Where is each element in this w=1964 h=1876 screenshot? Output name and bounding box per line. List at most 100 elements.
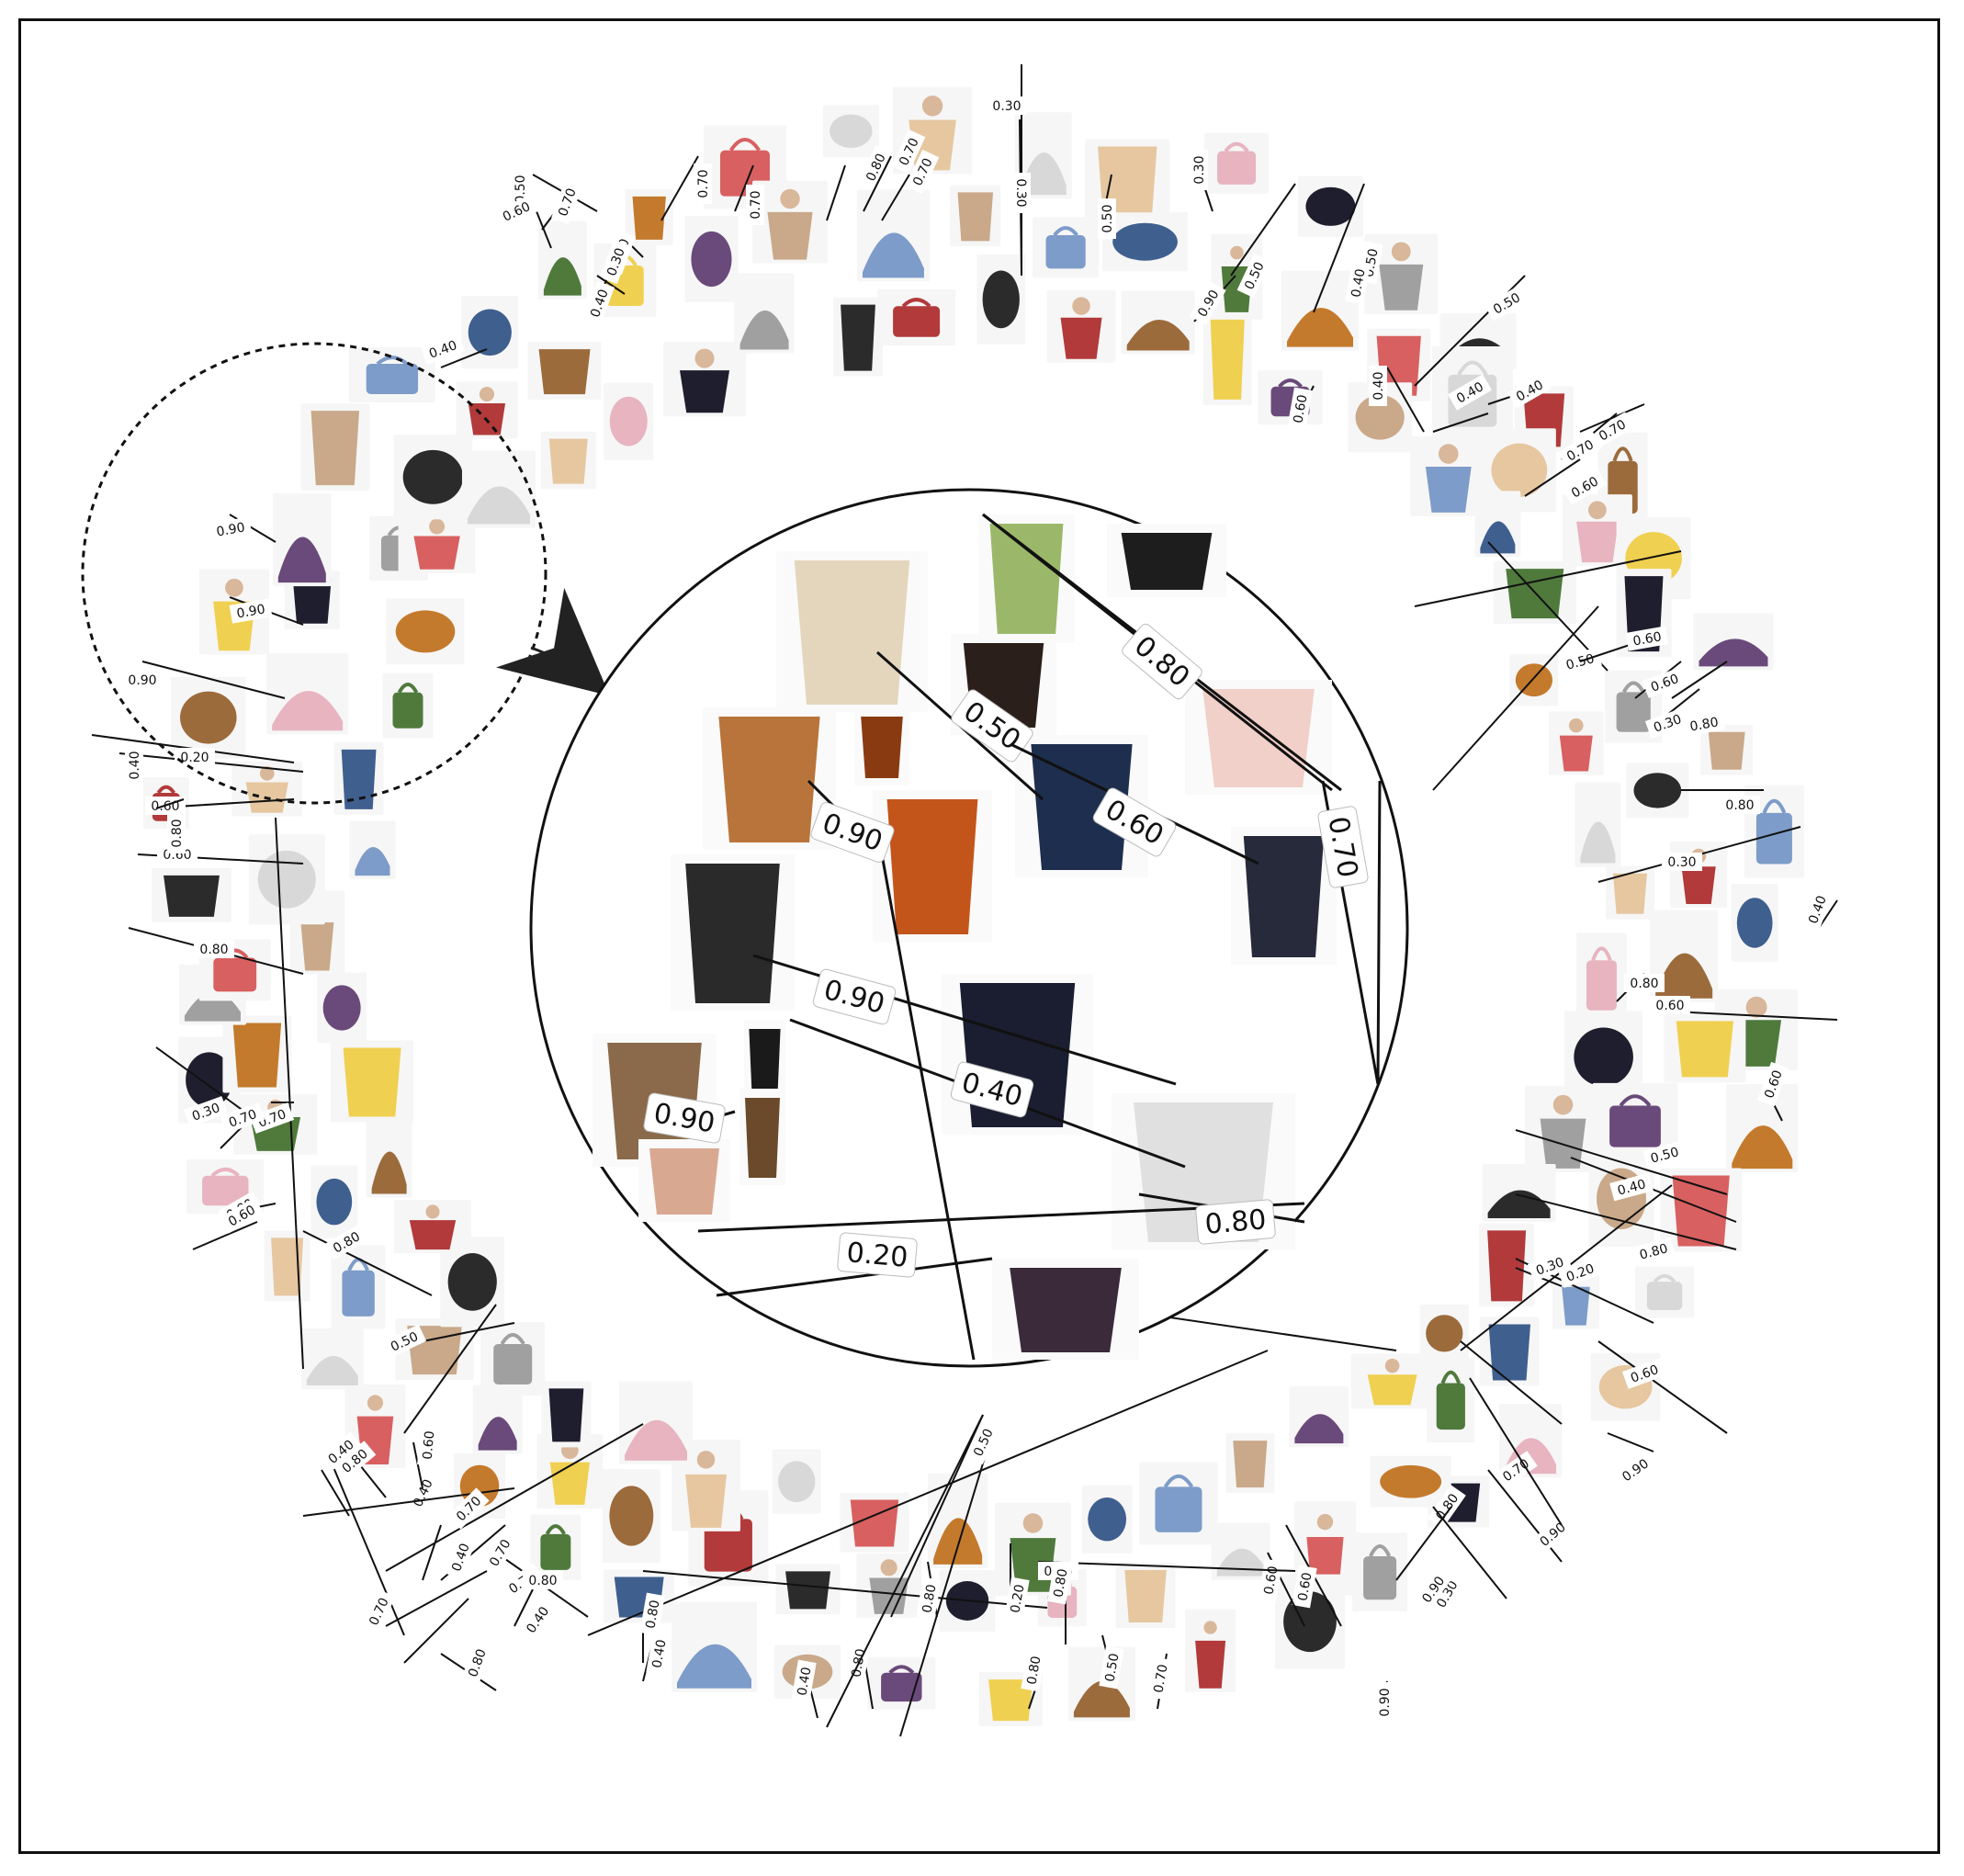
svg-text:0.50: 0.50: [1101, 204, 1115, 232]
edge-weight-label: 0.70: [481, 1531, 517, 1575]
item-thumbnail-rings: [1635, 1266, 1694, 1317]
item-thumbnail-cardigans: [152, 868, 231, 922]
edge-weight-label: 0.20: [175, 748, 215, 766]
edge-weight-label: 0.70: [1147, 1657, 1172, 1701]
edge-weight-label: 0.90: [209, 516, 253, 541]
edge-weight-label: 0.80: [167, 813, 186, 853]
item-thumbnail-shorts: [1575, 783, 1620, 867]
graph-edge: 0.40: [1801, 887, 1837, 932]
zoom-edge-weight-label: 0.20: [837, 1232, 917, 1277]
svg-text:0.80: 0.80: [1630, 977, 1658, 991]
edge-weight-label: 0.60: [417, 1424, 439, 1466]
svg-text:0.80: 0.80: [528, 1574, 557, 1588]
svg-text:0.20: 0.20: [845, 1237, 909, 1274]
zoom-item-scarves: [1185, 680, 1332, 795]
svg-text:0.70: 0.70: [749, 190, 763, 219]
item-thumbnail-sneakers: [1116, 1563, 1176, 1628]
item-thumbnail-brooches: [928, 1474, 988, 1568]
graph-edge: 0.40: [514, 1589, 557, 1642]
item-thumbnail-sneakers: [1664, 1013, 1745, 1082]
zoom-item-scarves: [873, 790, 992, 942]
item-thumbnail-earrings: [310, 1166, 357, 1238]
item-thumbnail-necklaces: [300, 403, 369, 491]
zoom-item-pants: [739, 1089, 785, 1185]
item-thumbnail-tops: [950, 185, 1000, 246]
item-thumbnail-shorts: [349, 820, 395, 879]
item-thumbnail-handbags: [301, 1328, 364, 1389]
item-thumbnail-tees: [317, 972, 367, 1043]
edge-weight-label: 0.40: [1369, 366, 1387, 406]
edge-weight-label: 0.40: [406, 1471, 440, 1515]
item-thumbnail-tees: [604, 383, 653, 460]
zoom-item-heels: [1107, 524, 1226, 597]
svg-text:0.80: 0.80: [199, 943, 228, 957]
item-thumbnail-brooches: [1483, 1164, 1556, 1222]
edge-weight-label: 0.40: [518, 1598, 557, 1642]
zoom-edge-line: [1378, 781, 1380, 1084]
item-thumbnail-shoes: [1732, 884, 1778, 962]
item-thumbnail-watches: [856, 1554, 921, 1618]
svg-text:0.70: 0.70: [696, 169, 711, 198]
zoom-item-tees: [638, 1139, 730, 1222]
svg-text:0.30: 0.30: [992, 99, 1021, 114]
item-thumbnail-pants: [1626, 763, 1688, 818]
edge-weight-label: 0.90: [1613, 1451, 1657, 1489]
item-thumbnail-shoes: [171, 677, 245, 759]
zoom-item-tops: [1231, 827, 1337, 965]
edge-weight-label: 0.70: [362, 1589, 396, 1633]
item-thumbnail-sunglasses: [331, 1041, 413, 1123]
svg-text:0.60: 0.60: [421, 1430, 438, 1460]
item-thumbnail-sunglasses: [840, 1493, 909, 1553]
item-thumbnail-pants: [684, 216, 738, 302]
edge-weight-label: 0.90: [1375, 1682, 1394, 1723]
item-thumbnail-shorts: [619, 1382, 693, 1464]
item-thumbnail-leggings: [1352, 1532, 1407, 1611]
item-thumbnail-pants: [249, 834, 325, 924]
edge-weight-label: 0.30: [1190, 150, 1208, 190]
item-thumbnail-brooches: [367, 1112, 412, 1198]
item-thumbnail-shorts: [735, 274, 795, 354]
item-thumbnail-shoes: [823, 105, 879, 157]
item-thumbnail-bras: [1670, 842, 1727, 908]
item-thumbnail-brooches: [1474, 491, 1520, 557]
svg-text:0.40: 0.40: [1371, 371, 1386, 400]
zoom-item-tops: [854, 707, 909, 785]
item-thumbnail-sunglasses: [541, 432, 596, 490]
zoom-edge-weight-label: 0.80: [1195, 1199, 1275, 1244]
svg-text:0.80: 0.80: [1203, 1204, 1268, 1241]
item-thumbnail-jackets: [663, 342, 746, 416]
edge-weight-label: 0.40: [125, 745, 143, 785]
zoom-item-scarves: [978, 514, 1075, 643]
svg-text:0.80: 0.80: [170, 819, 185, 847]
svg-text:0.50: 0.50: [1564, 651, 1596, 673]
svg-text:0.30: 0.30: [1667, 855, 1696, 870]
item-thumbnail-jackets: [1549, 711, 1604, 774]
item-thumbnail-slippers: [387, 598, 465, 664]
item-thumbnail-boots: [1185, 1610, 1236, 1692]
graph-edge: 0.80: [441, 1641, 496, 1690]
edge-weight-label: 0.80: [1624, 974, 1665, 992]
zoom-item-tees: [671, 854, 795, 1011]
item-thumbnail-blouses: [672, 1602, 757, 1692]
item-thumbnail-sandals: [480, 1322, 545, 1396]
item-thumbnail-heels: [1212, 1523, 1270, 1580]
item-thumbnail-necklaces: [1660, 1169, 1742, 1252]
item-thumbnail-watches: [456, 381, 517, 438]
item-thumbnail-pants: [1371, 1456, 1451, 1508]
graph-edge: 0.90: [1608, 1433, 1657, 1489]
item-thumbnail-shoes: [1298, 176, 1363, 237]
item-thumbnail-slippers: [1082, 1486, 1133, 1554]
svg-text:0.90: 0.90: [128, 673, 156, 688]
item-thumbnail-tops: [222, 1016, 291, 1093]
graph-edge-long: [331, 1461, 404, 1635]
zoom-item-shorts: [776, 551, 928, 712]
item-thumbnail-dresses: [1427, 1358, 1474, 1442]
edge-weight-label: 0.70: [551, 180, 582, 224]
graph-edge: 0.60: [494, 175, 597, 228]
item-thumbnail-jackets: [1351, 1353, 1434, 1408]
edge-weight-label: 0.90: [1531, 1514, 1575, 1554]
svg-text:0.20: 0.20: [180, 751, 209, 765]
item-thumbnail-swimwear: [334, 742, 384, 815]
item-thumbnail-blouses: [1694, 613, 1774, 670]
